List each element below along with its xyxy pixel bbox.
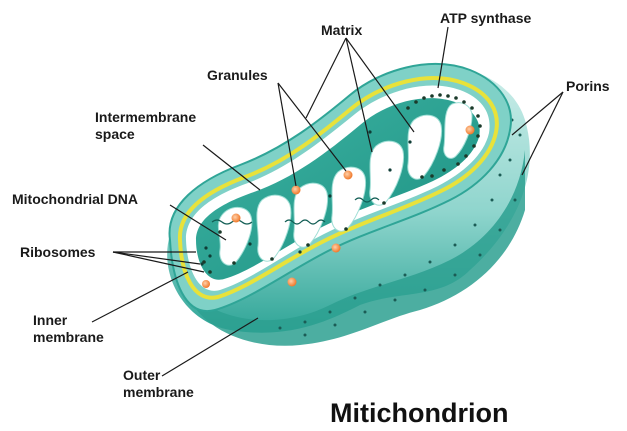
label-atp-synthase: ATP synthase [440,10,532,26]
label-outer-membrane-line2: membrane [123,384,194,400]
label-ribosomes: Ribosomes [20,244,96,260]
label-mitochondrial-dna: Mitochondrial DNA [12,191,138,207]
label-matrix: Matrix [321,22,362,38]
label-inner-membrane-line2: membrane [33,329,104,345]
label-intermembrane-line2: space [95,126,135,142]
label-outer-membrane-line1: Outer [123,367,161,383]
label-intermembrane-line1: Intermembrane [95,109,196,125]
diagram-title: Mitichondrion [330,398,508,428]
label-porins: Porins [566,78,610,94]
label-granules: Granules [207,67,268,83]
label-inner-membrane-line1: Inner [33,312,68,328]
